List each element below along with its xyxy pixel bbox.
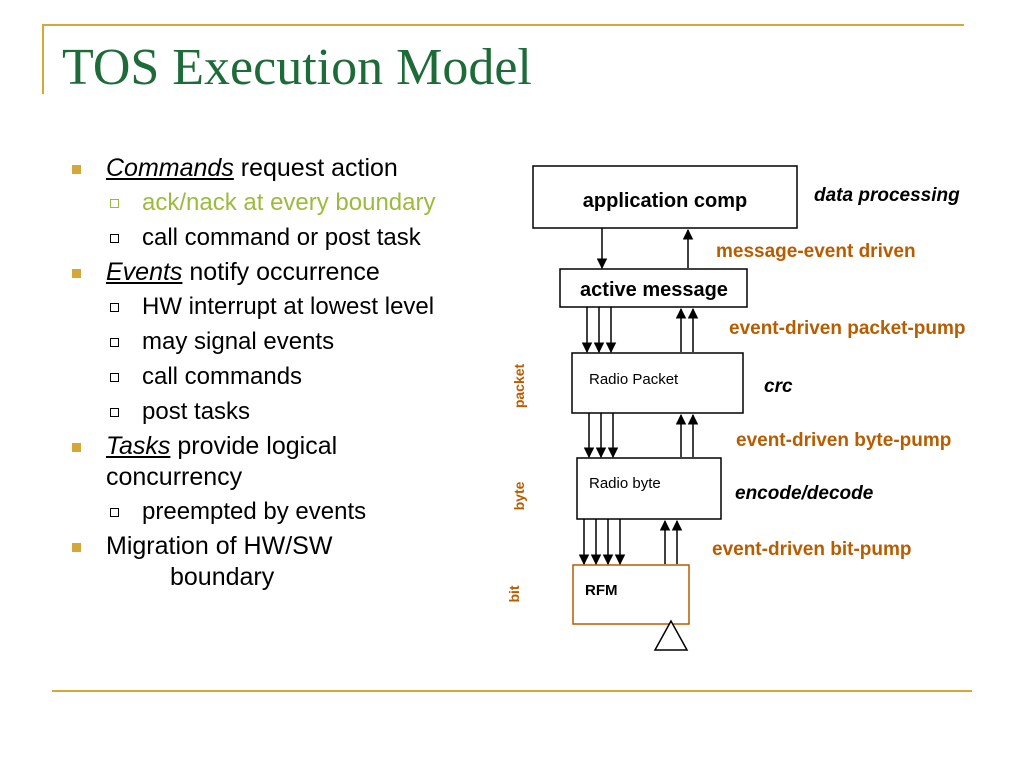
radio-packet-label: Radio Packet xyxy=(589,371,679,388)
application-label: application comp xyxy=(583,190,747,212)
bottom-rule xyxy=(52,690,972,692)
bullet-text: provide logical concurrency xyxy=(106,432,338,491)
bullet-commands: Commands request action xyxy=(60,153,500,184)
sub-bullet-call-command: call command or post task xyxy=(60,222,500,254)
sub-bullet-hw-interrupt: HW interrupt at lowest level xyxy=(60,291,500,323)
active-message-box xyxy=(559,268,748,308)
bullet-text: request action xyxy=(233,154,398,182)
side-label-byte: byte xyxy=(511,481,527,510)
annotation-data-processing: data processing xyxy=(814,185,960,206)
radio-byte-label: Radio byte xyxy=(589,475,661,492)
bullet-tasks: Tasks provide logical concurrency xyxy=(60,431,406,493)
sub-bullet-call-commands: call commands xyxy=(60,361,500,393)
term-events: Events xyxy=(106,258,183,286)
antenna-icon xyxy=(653,619,689,651)
sub-bullet-signal-events: may signal events xyxy=(60,326,500,358)
rfm-label: RFM xyxy=(585,582,618,599)
slide-title: TOS Execution Model xyxy=(62,39,532,96)
annotation-bit-pump: event-driven bit-pump xyxy=(712,539,912,560)
active-message-label: active message xyxy=(580,279,728,301)
annotation-byte-pump: event-driven byte-pump xyxy=(736,430,951,451)
sub-bullet-post-tasks: post tasks xyxy=(60,396,500,428)
sub-bullet-ack: ack/nack at every boundary xyxy=(60,187,500,219)
rfm-box xyxy=(572,564,690,625)
bullet-migration: Migration of HW/SW boundary xyxy=(60,531,500,593)
term-commands: Commands xyxy=(106,154,234,182)
annotation-encode-decode: encode/decode xyxy=(735,483,874,504)
bullet-list: Commands request action ack/nack at ever… xyxy=(60,150,500,596)
top-rule xyxy=(42,24,964,26)
annotation-crc: crc xyxy=(764,376,793,397)
migration-line1: Migration of HW/SW xyxy=(106,532,333,560)
annotation-message-event: message-event driven xyxy=(716,241,916,262)
radio-packet-box xyxy=(571,352,744,414)
term-tasks: Tasks xyxy=(106,432,171,460)
sub-bullet-preempted: preempted by events xyxy=(60,496,500,528)
annotation-packet-pump: event-driven packet-pump xyxy=(729,318,966,339)
radio-byte-box xyxy=(576,457,722,520)
bullet-events: Events notify occurrence xyxy=(60,257,500,288)
bullet-text: notify occurrence xyxy=(182,258,380,286)
side-label-packet: packet xyxy=(511,363,527,408)
migration-line2: boundary xyxy=(170,563,275,591)
application-box xyxy=(532,165,798,229)
left-rule xyxy=(42,24,44,94)
side-label-bit: bit xyxy=(506,585,522,602)
